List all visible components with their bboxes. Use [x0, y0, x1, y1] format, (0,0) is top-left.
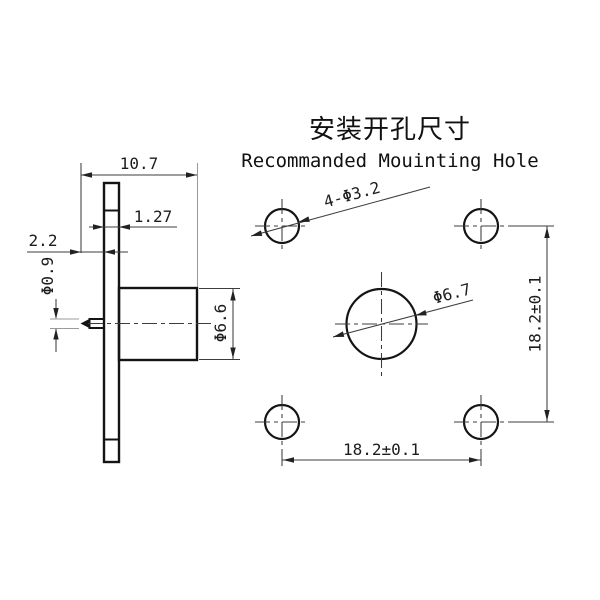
- pin-tip: [80, 318, 90, 329]
- dim-body-diameter: [199, 287, 240, 361]
- flange-outline: [102, 181, 121, 464]
- body-outline: [117, 286, 199, 362]
- title-english: Recommanded Mouinting Hole: [241, 150, 539, 172]
- dim-label-body-diameter: Φ6.6: [211, 303, 230, 343]
- leader-corner-holes: [250, 186, 431, 237]
- dim-label-total-length: 10.7: [119, 154, 159, 173]
- dim-label-flange-thickness: 1.27: [133, 207, 173, 226]
- dim-label-spacing-vertical: 18.2±0.1: [525, 275, 545, 353]
- leader-center-hole: [332, 299, 474, 338]
- dim-flange-thickness: [89, 224, 177, 230]
- dim-label-pin-protrusion: 2.2: [28, 231, 58, 250]
- side-view: [27, 163, 240, 464]
- dim-spacing-vertical: [508, 225, 554, 423]
- dim-total-length: [80, 163, 199, 287]
- dim-spacing-horizontal: [281, 449, 482, 466]
- dim-pin-protrusion: [27, 249, 128, 255]
- dim-label-pin-diameter: Φ0.9: [38, 256, 57, 296]
- title-chinese: 安装开孔尺寸: [308, 115, 471, 145]
- dim-label-spacing-horizontal: 18.2±0.1: [342, 440, 421, 459]
- dim-pin-diameter: [50, 299, 79, 352]
- mounting-hole-view: [250, 186, 554, 466]
